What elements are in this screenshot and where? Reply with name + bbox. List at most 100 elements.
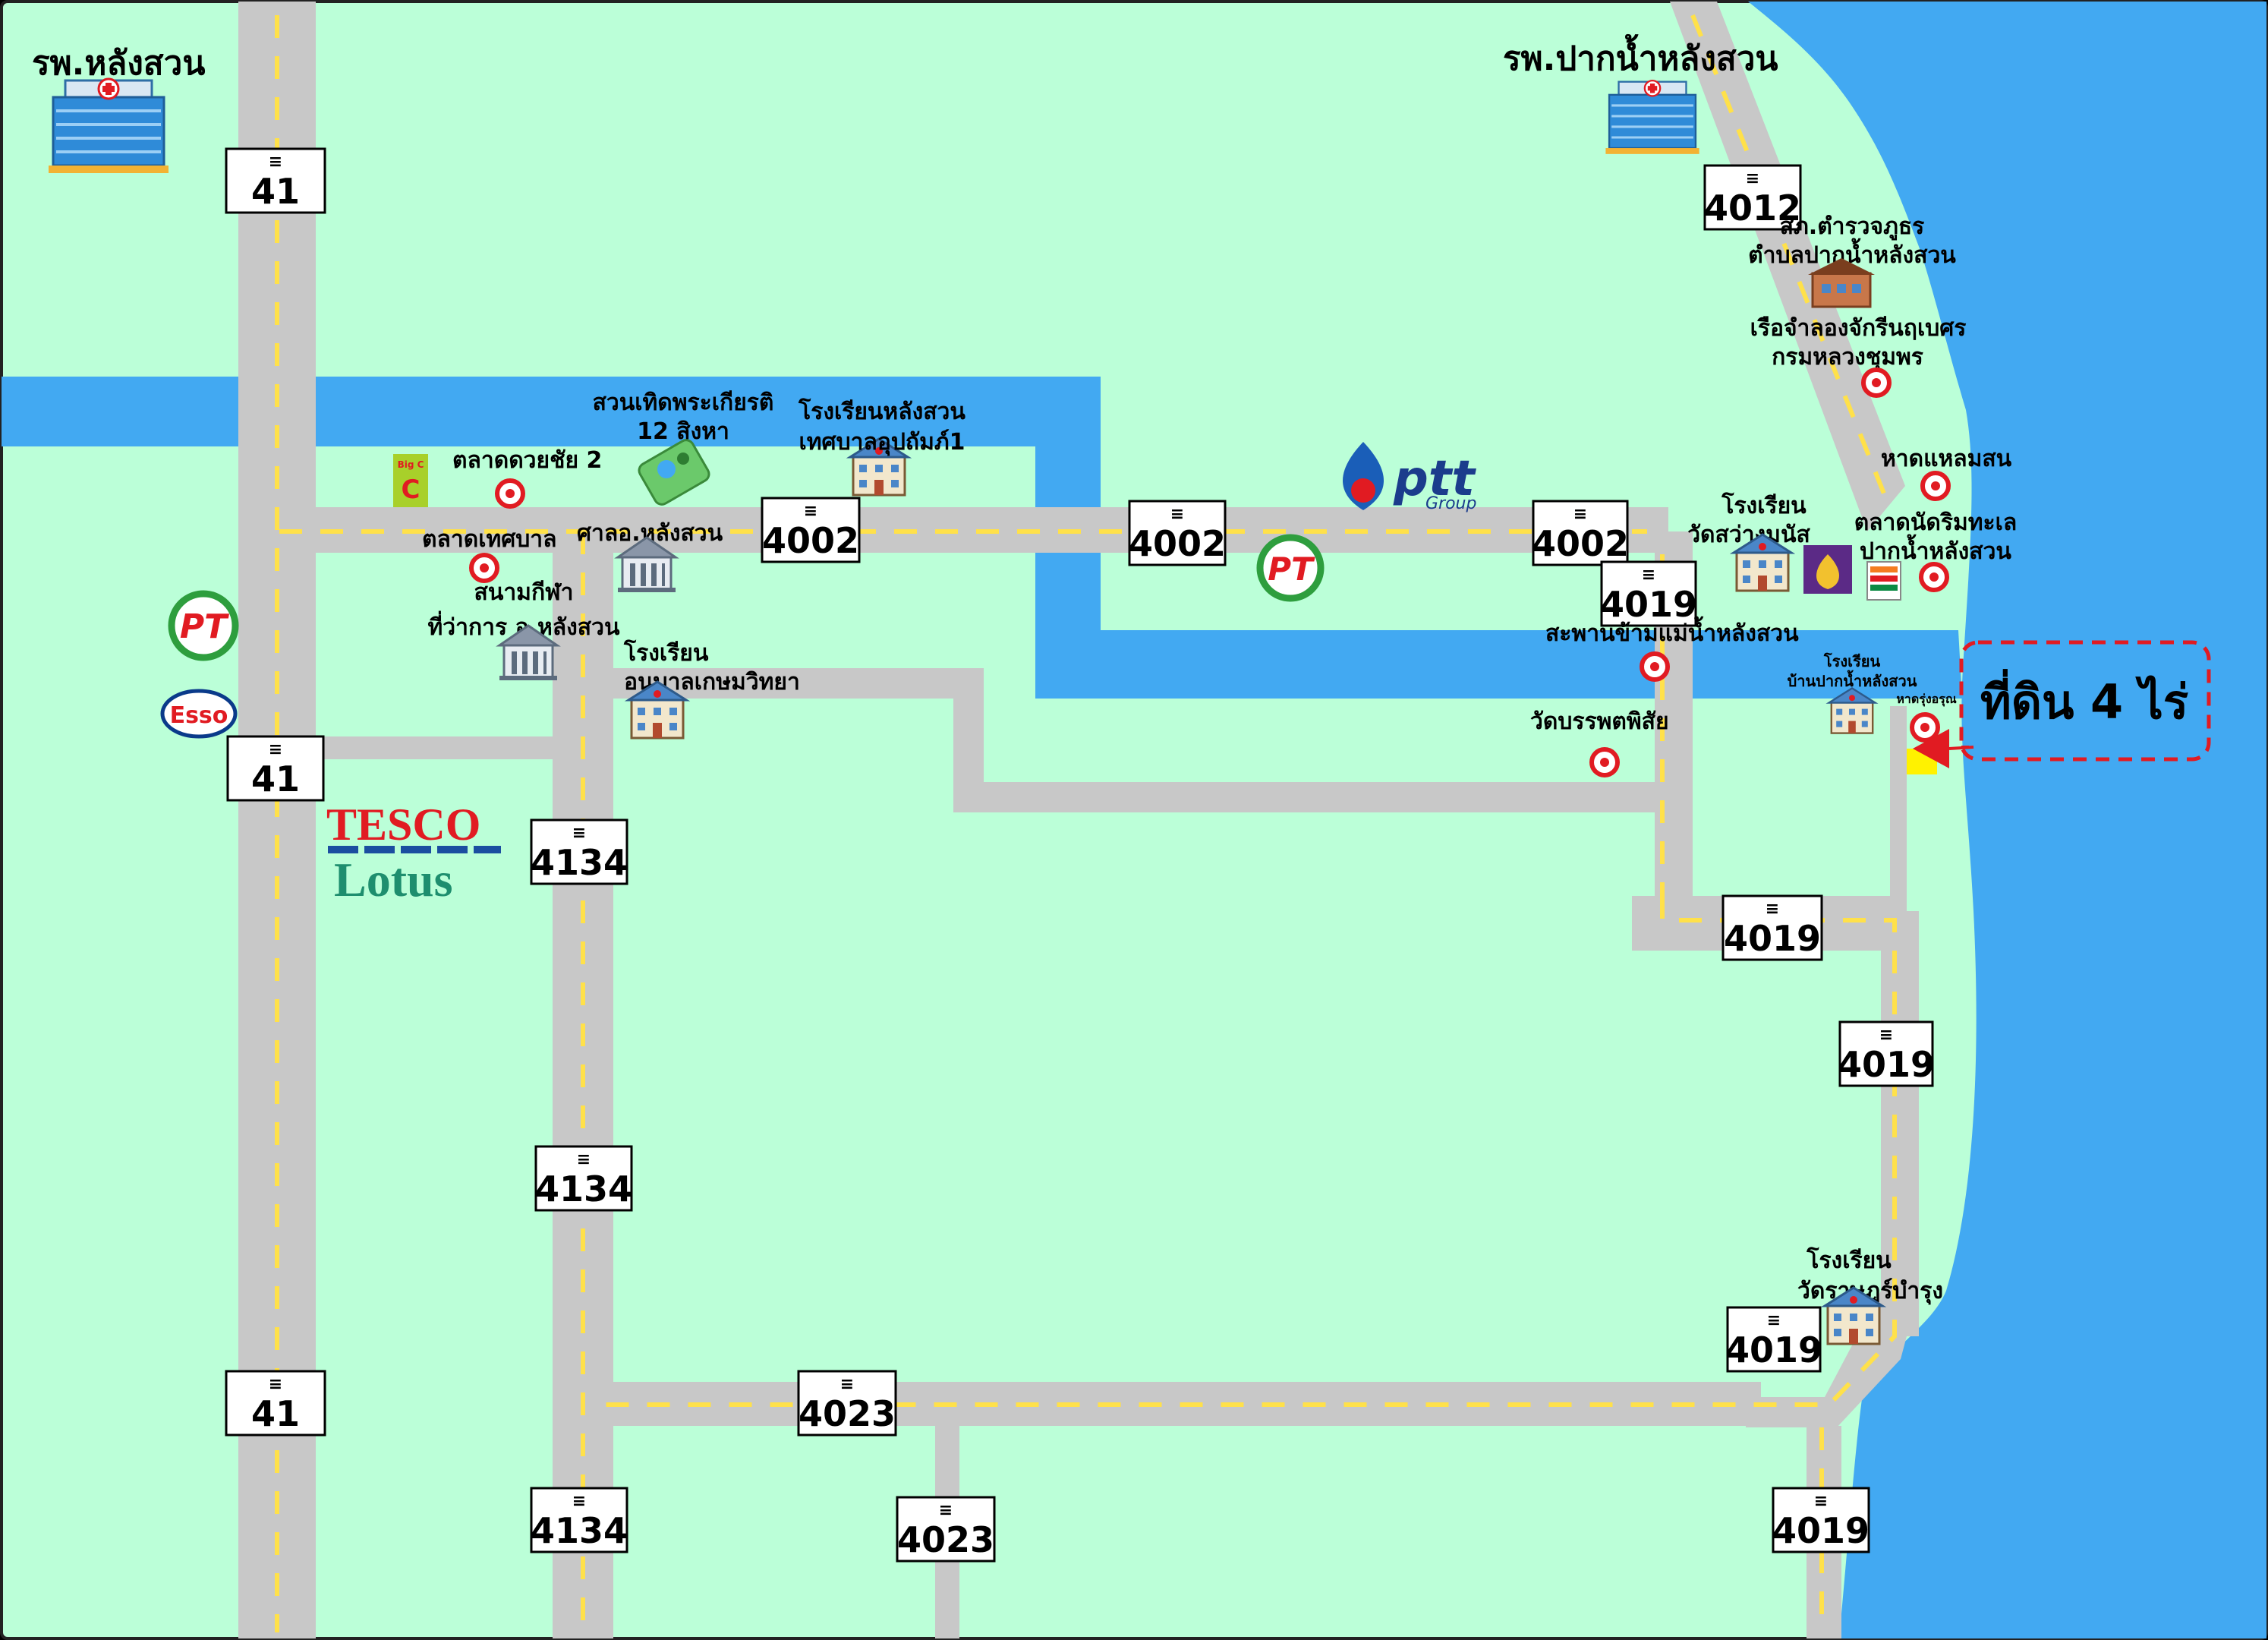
route-shield-4002: ≡4002 [1128, 500, 1227, 566]
target-marker-icon [1590, 748, 1619, 777]
school-wat-sawang-line1: โรงเรียน [1721, 491, 1807, 519]
route-number: 4023 [897, 1519, 994, 1560]
hospital-lang-suan-label: รพ.หลังสวน [32, 44, 205, 83]
route-shield-4002: ≡4002 [1532, 500, 1629, 566]
route-symbol-icon: ≡ [840, 1375, 854, 1394]
wat-banphot-label: วัดบรรพตพิสัย [1530, 708, 1669, 735]
tesco-label: TESCO [326, 800, 480, 850]
ship-line2: กรมหลวงชุมพร [1772, 344, 1923, 371]
route-number: 4019 [1724, 918, 1821, 959]
route-symbol-icon: ≡ [1767, 1311, 1781, 1330]
route-shields: ≡41≡41≡41≡4002≡4002≡4002≡4012≡4019≡4019≡… [225, 147, 1935, 1563]
police-line1: สภ.ตำรวจภูธร [1780, 213, 1925, 241]
route-symbol-icon: ≡ [269, 153, 282, 172]
fish-market-line1: ตลาดนัดริมทะเล [1854, 509, 2018, 536]
route-shield-4019: ≡4019 [1838, 1020, 1935, 1087]
route-shield-41: ≡41 [225, 147, 326, 214]
land-callout[interactable]: ที่ดิน 4 ไร่ [1959, 640, 2211, 762]
arrow-icon [1913, 729, 1974, 768]
route-number: 4019 [1725, 1329, 1822, 1370]
route-symbol-icon: ≡ [804, 502, 817, 521]
route-number: 4012 [1704, 188, 1801, 229]
fish-market-line2: ปากน้ำหลังสวน [1860, 534, 2011, 565]
svg-text:C: C [402, 475, 421, 505]
route-symbol-icon: ≡ [1170, 505, 1184, 524]
svg-text:ptt: ptt [1393, 451, 1476, 507]
police-icon [1808, 258, 1875, 308]
hospital-pak-nam-label: รพ.ปากน้ำหลังสวน [1503, 33, 1778, 78]
bigc-logo: Big C C [393, 454, 428, 507]
target-marker-icon [470, 554, 499, 582]
route-shield-41: ≡41 [225, 1370, 326, 1437]
route-number: 4019 [1772, 1510, 1870, 1551]
school-municipal-line1: โรงเรียนหลังสวน [798, 397, 965, 425]
route-symbol-icon: ≡ [572, 1492, 586, 1511]
royal-park-line2: 12 สิงหา [637, 418, 729, 445]
route-number: 41 [251, 758, 300, 800]
route-symbol-icon: ≡ [572, 824, 586, 843]
target-marker-icon [1862, 368, 1891, 397]
route-symbol-icon: ≡ [1746, 169, 1759, 188]
route-shield-4019: ≡4019 [1725, 1306, 1822, 1373]
route-number: 4019 [1838, 1044, 1935, 1085]
route-symbol-icon: ≡ [1879, 1026, 1893, 1045]
pt-logo: PT [168, 590, 239, 661]
beach-laem-son-label: หาดแหลมสน [1881, 446, 2012, 472]
beach-rung-aroon-label: หาดรุ่งอรุณ [1896, 692, 1957, 707]
route-shield-4134: ≡4134 [530, 818, 628, 885]
route-number: 4002 [762, 520, 859, 561]
seven-eleven-logo [1866, 561, 1901, 601]
svg-text:PT: PT [180, 607, 229, 646]
municipal-market-label: ตลาดเทศบาล [422, 526, 557, 553]
route-number: 4019 [1600, 584, 1697, 625]
route-shield-4134: ≡4134 [534, 1145, 633, 1212]
svg-text:Esso: Esso [170, 702, 228, 729]
target-marker-icon [1920, 563, 1948, 591]
stadium-line1: สนามกีฬา [474, 579, 574, 606]
route-symbol-icon: ≡ [269, 1375, 282, 1394]
route-symbol-icon: ≡ [577, 1150, 591, 1169]
tesco-stripes [328, 846, 501, 853]
hospital-icon [1604, 79, 1701, 156]
sea [1748, 2, 2266, 1638]
route-symbol-icon: ≡ [1573, 505, 1587, 524]
svg-text:Group: Group [1425, 494, 1476, 513]
route-symbol-icon: ≡ [939, 1501, 953, 1520]
hospital-icon [47, 77, 170, 175]
school-ban-pak-nam-line2: บ้านปากน้ำหลังสวน [1788, 670, 1917, 690]
route-number: 41 [251, 171, 300, 212]
route-shield-4134: ≡4134 [530, 1487, 628, 1553]
royal-park-line1: สวนเทิดพระเกียรติ [593, 390, 774, 416]
callout-label: ที่ดิน 4 ไร่ [1980, 669, 2188, 730]
route-symbol-icon: ≡ [1642, 566, 1655, 585]
school-municipal-line2: เทศบาลอุปถัมภ์1 [799, 429, 965, 456]
route-shield-4019: ≡4019 [1772, 1487, 1870, 1553]
school-wat-rat-line1: โรงเรียน [1806, 1246, 1892, 1274]
route-shield-4023: ≡4023 [896, 1496, 996, 1563]
route-shield-4023: ≡4023 [797, 1370, 897, 1437]
route-shield-41: ≡41 [226, 735, 325, 802]
route-symbol-icon: ≡ [1766, 900, 1779, 919]
ship-line1: เรือจำลองจักรีนฤเบศร [1750, 315, 1967, 342]
route-number: 4134 [531, 842, 628, 883]
pt-logo: PT [1256, 534, 1325, 602]
route-number: 41 [251, 1393, 300, 1434]
market-chuai-chai-label: ตลาดดวยชัย 2 [452, 447, 602, 474]
route-number: 4002 [1129, 523, 1226, 564]
target-marker-icon [1921, 472, 1950, 500]
route-shield-4012: ≡4012 [1703, 164, 1802, 231]
route-number: 4023 [799, 1393, 896, 1434]
route-number: 4002 [1532, 523, 1629, 564]
route-number: 4134 [535, 1168, 632, 1210]
bank-logo [1803, 545, 1852, 594]
bridge-label: สะพานข้ามแม่น้ำหลังสวน [1545, 616, 1799, 647]
route-shield-4002: ≡4002 [761, 497, 861, 563]
target-marker-icon [496, 479, 524, 508]
route-number: 4134 [531, 1510, 628, 1551]
lang-suan-river [2, 377, 1962, 699]
route-symbol-icon: ≡ [269, 740, 282, 759]
lotus-label: Lotus [334, 853, 453, 907]
esso-logo: Esso [160, 689, 238, 739]
target-marker-icon [1640, 652, 1669, 681]
